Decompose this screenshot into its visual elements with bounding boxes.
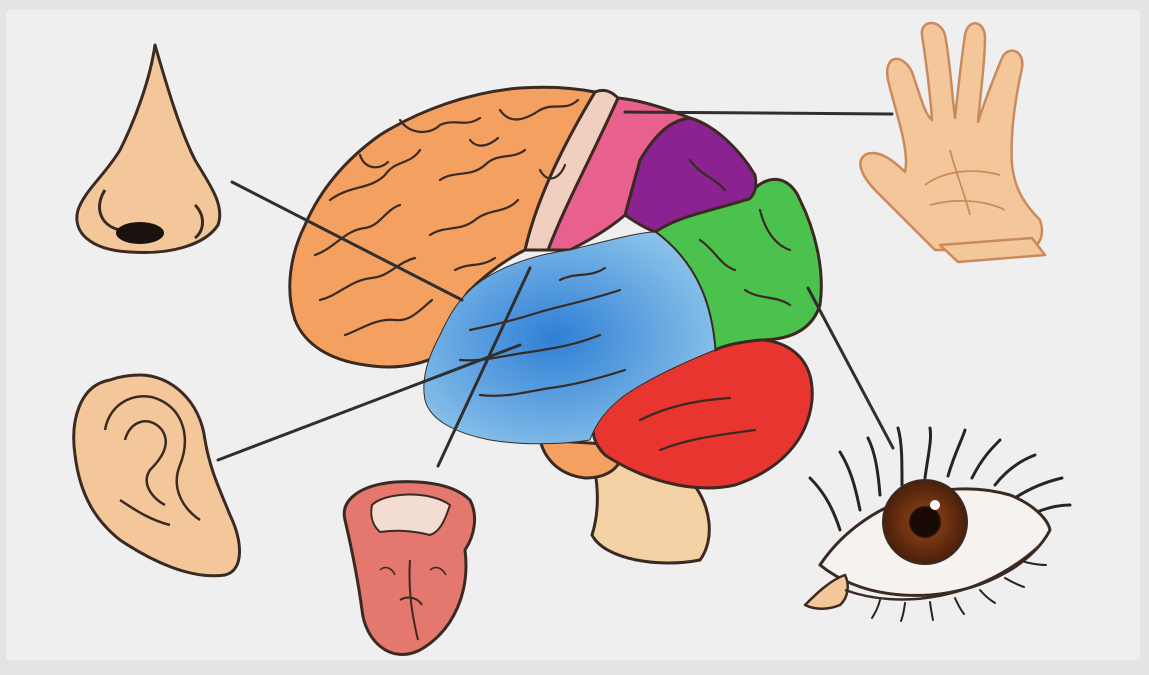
iris — [883, 480, 967, 564]
nostril — [116, 222, 164, 244]
hand-connector — [625, 112, 892, 114]
pupil-highlight — [930, 500, 940, 510]
tongue-tip-papillae — [371, 494, 450, 535]
